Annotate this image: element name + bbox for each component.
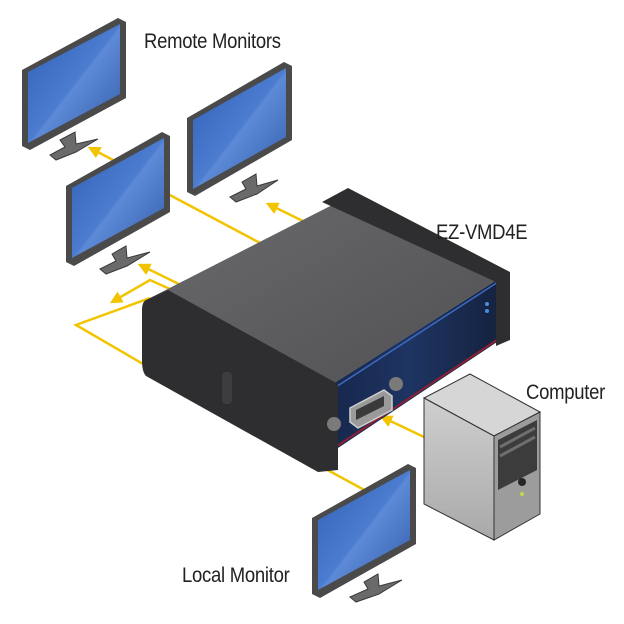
device-front-endcap	[142, 290, 338, 472]
computer-label: Computer	[526, 381, 606, 404]
monitor-screen	[318, 470, 410, 590]
cable-loop	[109, 278, 173, 304]
computer-tower	[422, 373, 542, 541]
cable-to-remote-monitor-2	[265, 202, 306, 224]
monitor-stand	[229, 173, 279, 203]
monitor-screen	[28, 24, 120, 143]
local-monitor	[312, 464, 416, 603]
device-foot	[222, 372, 232, 404]
computer-power-button	[518, 478, 526, 486]
drive-bay-1	[499, 426, 536, 449]
led-power	[485, 302, 489, 306]
adjust-knob-right	[389, 377, 403, 391]
panel-red-stripe	[321, 337, 501, 457]
remote-monitor-3	[66, 132, 170, 275]
monitor-stand	[49, 131, 99, 161]
device-back-endcap	[322, 188, 510, 346]
device-label: EZ-VMD4E	[436, 221, 528, 244]
computer-drive-bays	[498, 420, 537, 490]
remote-monitor-2	[187, 62, 292, 203]
cable-computer-to-device	[379, 415, 425, 439]
device-ez-vmd4e	[142, 188, 510, 472]
panel-blue-edge	[321, 281, 499, 397]
vga-port-inner	[356, 396, 384, 420]
adjust-knob-left	[327, 417, 341, 431]
local-monitor-label: Local Monitor	[182, 564, 290, 587]
computer-power-led	[520, 492, 524, 496]
led-signal	[485, 309, 489, 313]
cable-to-remote-monitor-3	[137, 263, 186, 289]
drive-bay-2	[499, 435, 536, 458]
cable-to-remote-monitor-1	[165, 191, 263, 246]
monitor-screen	[193, 68, 286, 189]
monitor-stand	[349, 573, 403, 603]
monitor-screen	[72, 138, 164, 258]
cable-to-remote-monitor-1-end	[87, 146, 116, 163]
monitor-stand	[99, 245, 151, 275]
remote-monitor-1	[22, 18, 126, 161]
remote-monitors-label: Remote Monitors	[144, 30, 281, 53]
